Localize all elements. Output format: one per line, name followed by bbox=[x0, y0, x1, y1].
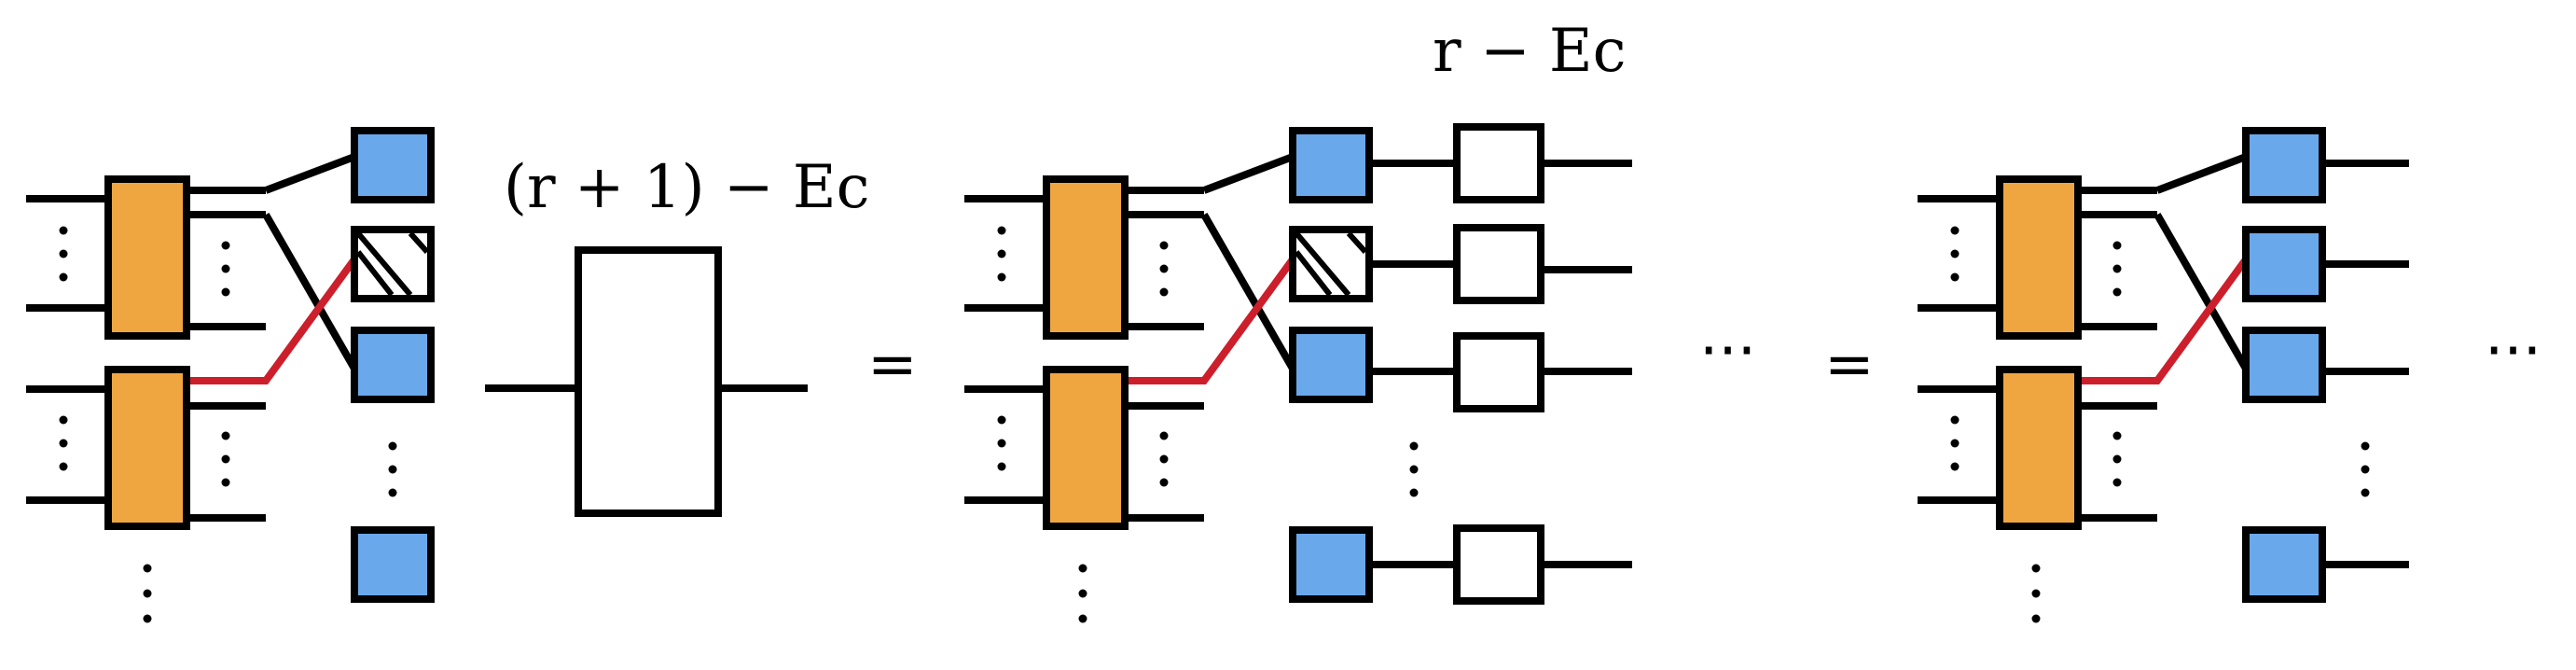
orange-tensor bbox=[104, 366, 190, 530]
red-wire bbox=[187, 257, 358, 384]
orange-tensor bbox=[1043, 175, 1129, 340]
blue-box bbox=[351, 127, 435, 203]
blue-box bbox=[2242, 526, 2326, 603]
blue-box bbox=[351, 327, 435, 403]
panel-3 bbox=[1918, 127, 2409, 623]
white-box bbox=[1453, 123, 1544, 203]
orange-tensor bbox=[104, 175, 190, 340]
blue-box bbox=[351, 526, 435, 603]
hatch-line bbox=[355, 250, 395, 297]
blue-box bbox=[1289, 327, 1373, 403]
operator-box bbox=[575, 246, 722, 517]
blue-box bbox=[2242, 327, 2326, 403]
white-box bbox=[1453, 524, 1544, 605]
blue-box bbox=[1289, 526, 1373, 603]
ellipsis-middle: ··· bbox=[1699, 317, 1756, 386]
wire-to-blue-2 bbox=[262, 213, 358, 370]
white-box bbox=[1453, 332, 1544, 412]
operator-label: (r + 1) − Ec bbox=[504, 153, 869, 222]
panel-1 bbox=[26, 127, 435, 623]
orange-tensor bbox=[1996, 366, 2082, 530]
panel-2 bbox=[964, 123, 1632, 623]
blue-box bbox=[2242, 226, 2326, 302]
equals-sign: = bbox=[1824, 330, 1875, 399]
operator-box-group: (r + 1) − Ec bbox=[485, 153, 869, 517]
blue-box bbox=[1289, 127, 1373, 203]
wire-to-blue-1 bbox=[264, 153, 356, 194]
equals-sign: = bbox=[867, 330, 918, 399]
layer-label: r − Ec bbox=[1433, 17, 1626, 86]
vertical-ellipsis bbox=[59, 226, 397, 623]
orange-tensor bbox=[1043, 366, 1129, 530]
orange-tensor bbox=[1996, 175, 2082, 340]
ellipsis-right: ··· bbox=[2485, 317, 2541, 386]
white-box bbox=[1453, 224, 1544, 304]
hatch-line bbox=[355, 231, 413, 297]
hatch-line bbox=[408, 230, 430, 255]
blue-box bbox=[2242, 127, 2326, 203]
